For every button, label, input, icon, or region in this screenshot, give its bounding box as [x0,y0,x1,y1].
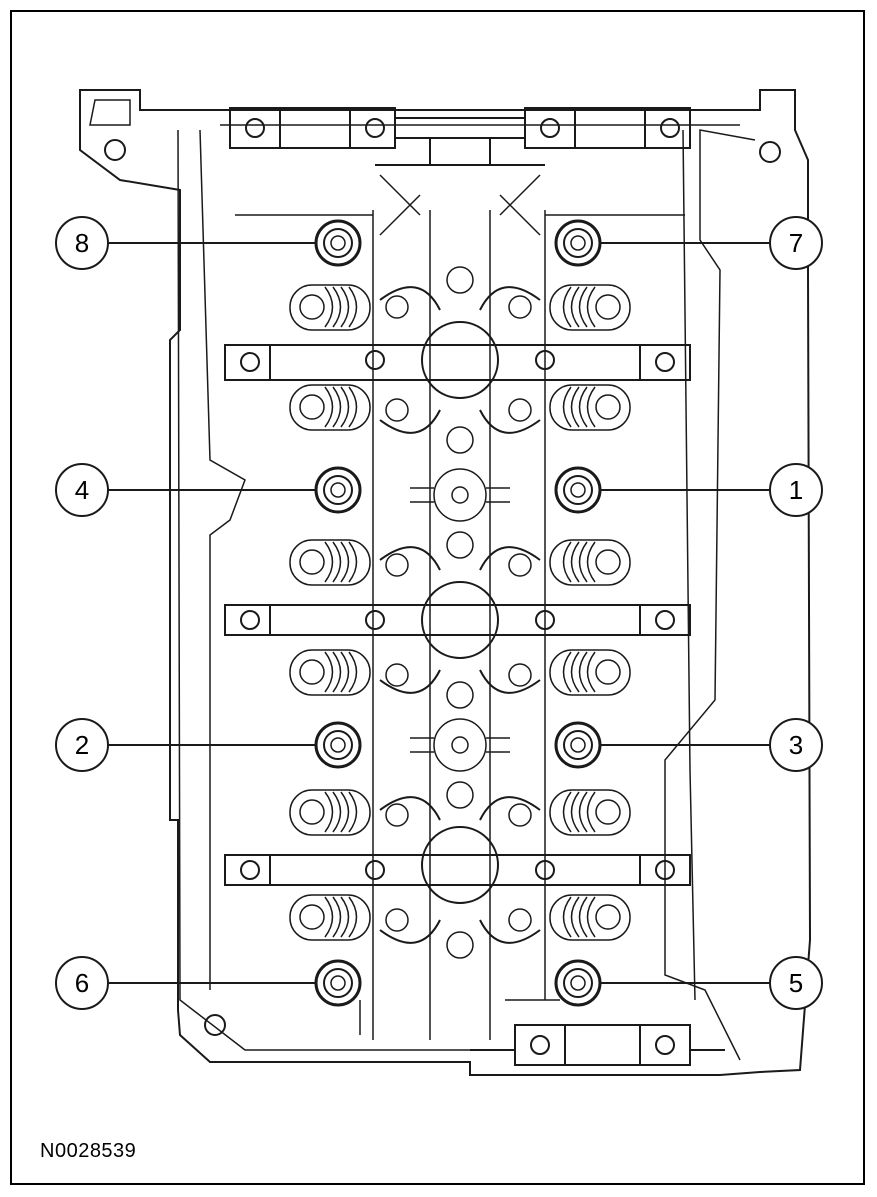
callout-3: 3 [769,718,823,772]
head-bolt-2 [314,721,362,769]
head-bolt-7 [554,219,602,267]
callout-label: 1 [789,475,803,505]
callout-8: 8 [55,216,109,270]
callout-6: 6 [55,956,109,1010]
callout-label: 6 [75,968,89,998]
bottom-bearing-cap [470,1024,725,1066]
head-bolt-6 [314,959,362,1007]
cam-channels [235,210,685,1040]
callout-4: 4 [55,463,109,517]
callout-label: 7 [789,228,803,258]
top-bearing-caps [229,107,691,236]
callout-1: 1 [769,463,823,517]
callout-label: 8 [75,228,89,258]
figure-code: N0028539 [40,1140,137,1162]
head-bolt-5 [554,959,602,1007]
callout-label: 3 [789,730,803,760]
callout-label: 5 [789,968,803,998]
figure-frame [10,10,865,1185]
head-bolt-4 [314,466,362,514]
bearing-bridge-2 [224,546,691,694]
head-bolt-3 [554,721,602,769]
callout-5: 5 [769,956,823,1010]
callout-leaders [108,242,770,984]
callout-7: 7 [769,216,823,270]
callout-label: 4 [75,475,89,505]
callout-2: 2 [55,718,109,772]
callout-label: 2 [75,730,89,760]
oil-passages [410,266,510,959]
valve-springs [289,284,631,941]
bearing-bridge-3 [224,796,691,944]
bearing-bridge-1 [224,286,691,434]
head-bolt-1 [554,466,602,514]
head-outline [79,89,812,1076]
head-bolt-8 [314,219,362,267]
